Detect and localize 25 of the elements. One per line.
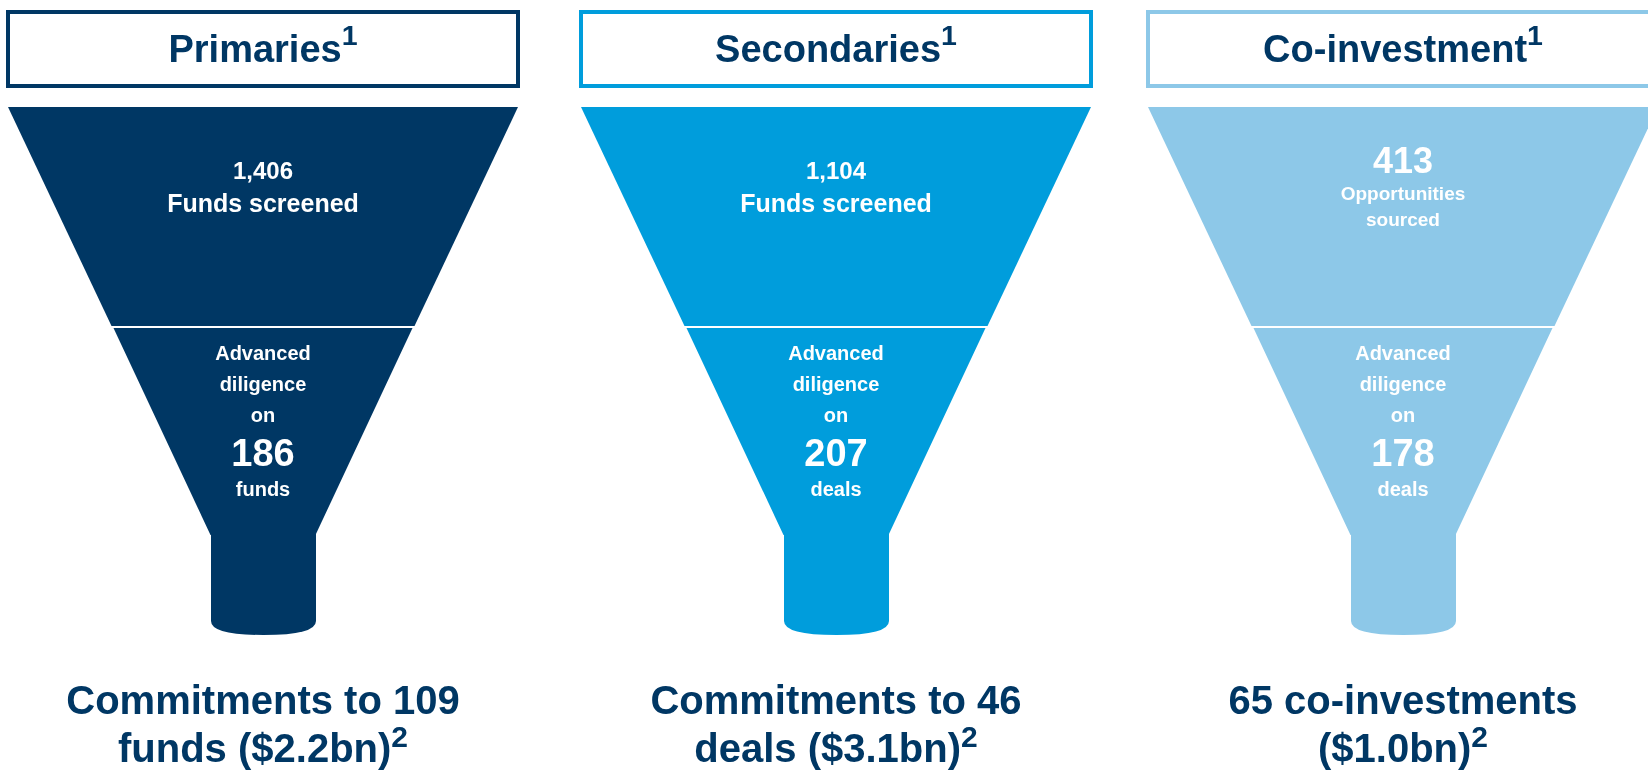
stage-label: Funds screened [167,187,359,219]
category-header: Secondaries$^{1}$ [579,10,1093,88]
result-summary: Commitments to 109 funds ($2.2bn)$^{2}$ [65,677,461,772]
stage-label: deals [810,477,862,502]
stage-label: Advanced diligence on [1354,341,1452,428]
stage-label: funds [235,477,291,502]
stage-label: Advanced diligence on [214,341,312,428]
count-value: 413 [1372,140,1434,181]
category-header: Primaries$^{1}$ [6,10,520,88]
funnel-stage [1148,107,1648,326]
stage-label: Funds screened [740,187,932,219]
count-value: 1,406 [232,155,294,186]
count-value: 178 [1371,431,1435,475]
result-summary: Commitments to 46 deals ($3.1bn)$^{2}$ [649,677,1023,772]
funnel-spout [210,531,316,635]
count-value: 207 [804,431,868,475]
category-header: Co-investment$^{1}$ [1146,10,1648,88]
funnel-spout [783,531,889,635]
result-summary: 65 co-investments ($1.0bn)$^{2}$ [1227,677,1579,772]
count-value: 1,104 [805,155,867,186]
stage-label: Advanced diligence on [787,341,885,428]
stage-label: Opportunities sourced [1339,181,1467,232]
stage-label: deals [1377,477,1429,502]
count-value: 186 [231,431,295,475]
funnel-spout [1350,531,1456,635]
